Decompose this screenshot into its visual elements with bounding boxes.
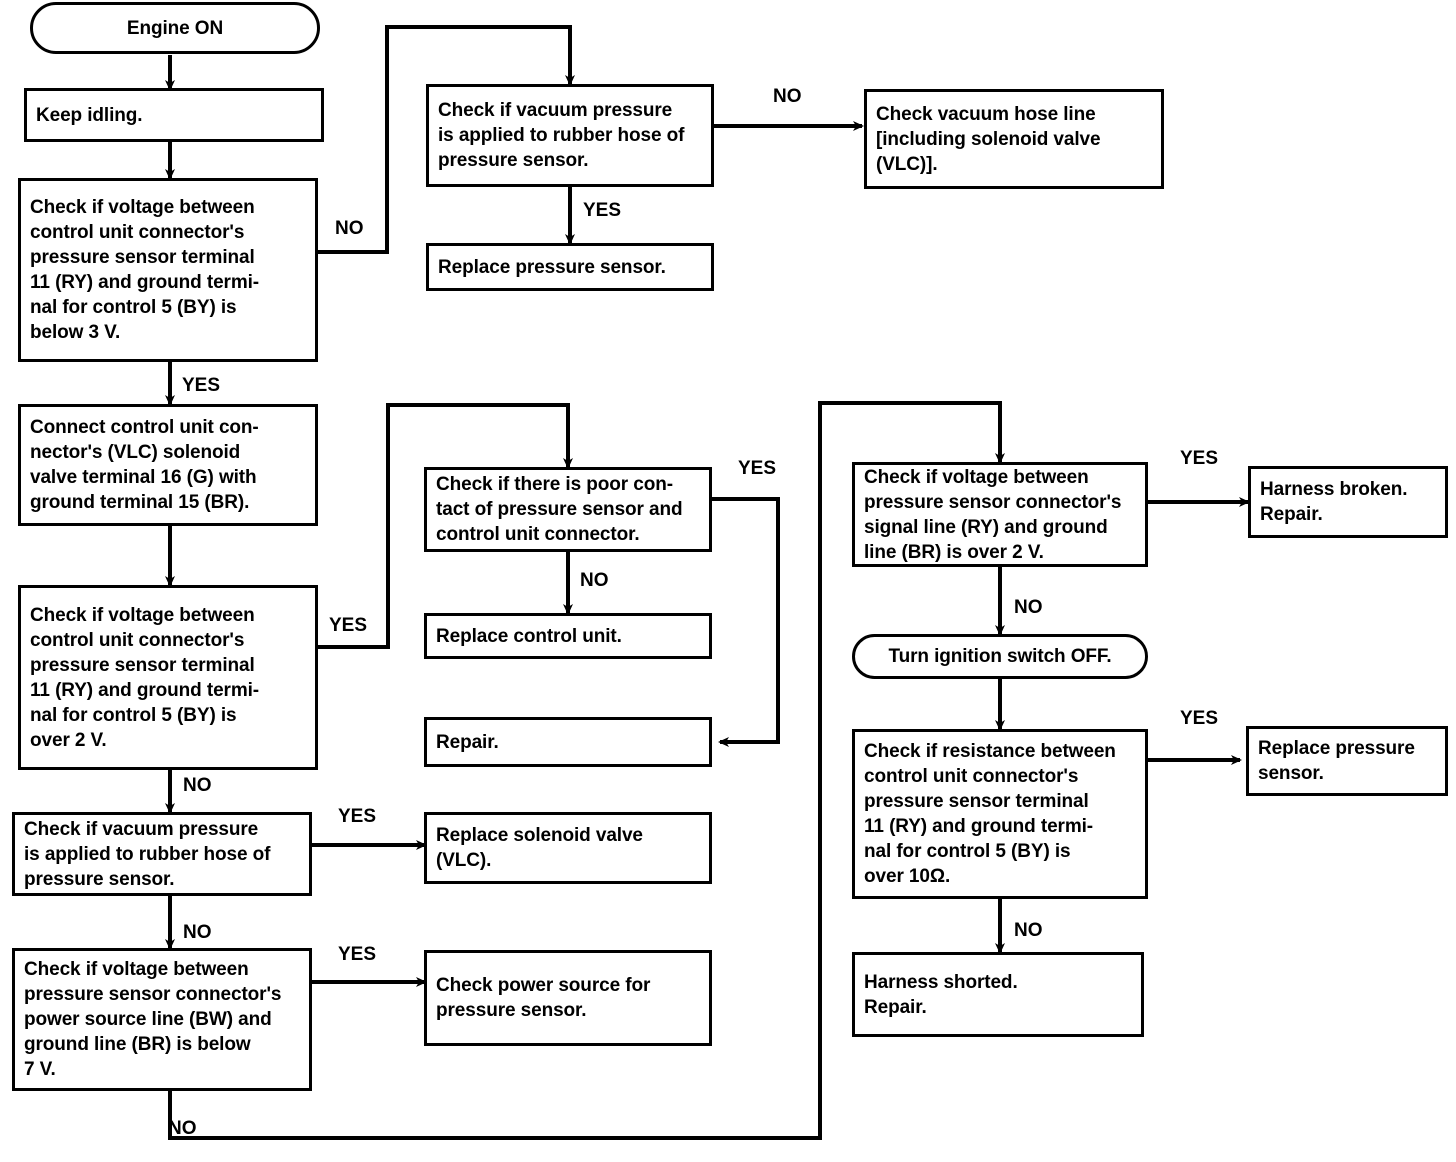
edge-label-yes-vacmid: YES xyxy=(338,806,377,827)
node-label: Turn ignition switch OFF. xyxy=(888,646,1112,667)
node-label: Check if resistance between control unit… xyxy=(864,741,1116,887)
node-keep-idling[interactable]: Keep idling. xyxy=(24,88,324,142)
edge-voltover2-yes-to-poorcontact xyxy=(318,403,573,649)
node-check-signal-over-2v[interactable]: Check if voltage between pressure sensor… xyxy=(852,462,1148,567)
edge-label-yes-sigover2: YES xyxy=(1180,448,1219,469)
edge-voltbelow3-no-to-vactop xyxy=(318,25,575,254)
node-engine-on[interactable]: Engine ON xyxy=(30,2,320,54)
node-replace-pressure-sensor-top[interactable]: Replace pressure sensor. xyxy=(426,243,714,291)
node-check-vacuum-hose-line[interactable]: Check vacuum hose line [including soleno… xyxy=(864,89,1164,189)
node-check-vacuum-pressure-top[interactable]: Check if vacuum pressure is applied to r… xyxy=(426,84,714,187)
node-replace-pressure-sensor-right[interactable]: Replace pressure sensor. xyxy=(1246,726,1448,796)
node-label: Repair. xyxy=(436,731,499,753)
edge-voltbelow7-no-to-sigover2 xyxy=(168,401,1005,1140)
edge-label-no-voltover2: NO xyxy=(183,775,212,796)
node-check-voltage-below-7v[interactable]: Check if voltage between pressure sensor… xyxy=(12,948,312,1091)
node-label: Check vacuum hose line [including soleno… xyxy=(876,103,1101,175)
node-replace-solenoid-valve[interactable]: Replace solenoid valve (VLC). xyxy=(424,812,712,884)
edge-label-no-voltbelow3: NO xyxy=(335,218,364,239)
node-check-voltage-below-3v[interactable]: Check if voltage between control unit co… xyxy=(18,178,318,362)
edge-label-no-poorcontact: NO xyxy=(580,570,609,591)
edge-label-no-vacmid: NO xyxy=(183,922,212,943)
node-connect-control-unit[interactable]: Connect control unit con- nector's (VLC)… xyxy=(18,404,318,526)
node-label: Keep idling. xyxy=(36,104,143,126)
node-replace-control-unit[interactable]: Replace control unit. xyxy=(424,613,712,659)
node-label: Replace solenoid valve (VLC). xyxy=(436,825,643,871)
node-label: Replace pressure sensor. xyxy=(438,256,666,278)
node-turn-ignition-off[interactable]: Turn ignition switch OFF. xyxy=(852,634,1148,679)
edge-label-yes-vactop: YES xyxy=(583,200,622,221)
node-label: Check if vacuum pressure is applied to r… xyxy=(24,818,271,890)
node-label: Harness shorted. Repair. xyxy=(864,971,1018,1018)
edge-label-no-voltbelow7: NO xyxy=(168,1118,197,1139)
node-harness-broken[interactable]: Harness broken. Repair. xyxy=(1248,466,1448,538)
node-label: Connect control unit con- nector's (VLC)… xyxy=(30,417,259,513)
node-label: Check power source for pressure sensor. xyxy=(436,975,651,1021)
edge-label-no-resover10: NO xyxy=(1014,920,1043,941)
node-label: Harness broken. Repair. xyxy=(1260,479,1408,525)
node-label: Engine ON xyxy=(126,17,224,39)
node-label: Check if vacuum pressure is applied to r… xyxy=(438,100,685,171)
edge-label-yes-voltover2: YES xyxy=(329,615,368,636)
node-check-resistance-over-10-ohm[interactable]: Check if resistance between control unit… xyxy=(852,729,1148,899)
edge-label-yes-resover10: YES xyxy=(1180,708,1219,729)
node-harness-shorted[interactable]: Harness shorted. Repair. xyxy=(852,952,1144,1037)
node-check-power-source[interactable]: Check power source for pressure sensor. xyxy=(424,950,712,1046)
edge-label-no-vactop: NO xyxy=(773,86,802,107)
node-label: Replace control unit. xyxy=(436,625,622,647)
node-check-poor-contact[interactable]: Check if there is poor con- tact of pres… xyxy=(424,467,712,552)
node-label: Check if voltage between control unit co… xyxy=(30,197,260,343)
node-repair[interactable]: Repair. xyxy=(424,717,712,767)
edge-label-yes-poorcontact: YES xyxy=(738,458,777,479)
edge-label-yes-voltbelow7: YES xyxy=(338,944,377,965)
node-label: Check if voltage between pressure sensor… xyxy=(24,959,282,1080)
node-check-voltage-over-2v[interactable]: Check if voltage between control unit co… xyxy=(18,585,318,770)
node-check-vacuum-pressure-mid[interactable]: Check if vacuum pressure is applied to r… xyxy=(12,812,312,896)
node-label: Check if there is poor con- tact of pres… xyxy=(436,474,683,545)
node-label: Check if voltage between pressure sensor… xyxy=(864,466,1122,563)
node-label: Replace pressure sensor. xyxy=(1258,738,1415,784)
edge-poorcontact-yes-to-repair xyxy=(712,497,780,747)
edge-label-no-sigover2: NO xyxy=(1014,597,1043,618)
node-label: Check if voltage between control unit co… xyxy=(30,604,260,751)
edge-label-yes-voltbelow3: YES xyxy=(182,375,221,396)
